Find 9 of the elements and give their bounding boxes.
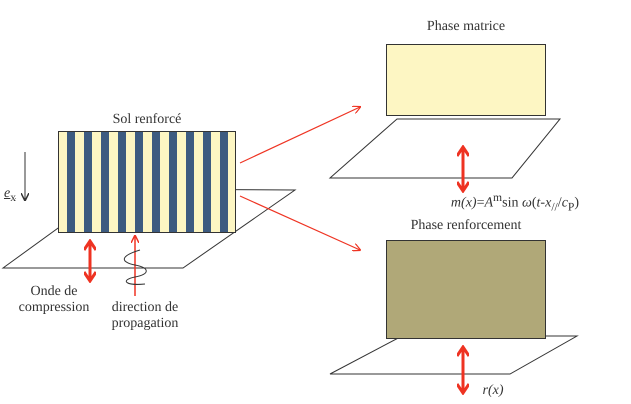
unit-vector-label: e$_{x}$ [2, 186, 18, 206]
block-title: Phase renforcement [410, 218, 522, 234]
formula: r(x) [482, 383, 504, 399]
block-title: Phase matrice [426, 19, 506, 35]
arrow [240, 106, 362, 164]
formula: m(x)=A$^{m}$sin ω(t-x$_{//}$/c$_{P}$) [450, 190, 580, 216]
wave-label: Onde de compression [18, 284, 90, 316]
block-title: Sol renforcé [112, 112, 182, 128]
propagation-label: direction de propagation [110, 300, 180, 332]
